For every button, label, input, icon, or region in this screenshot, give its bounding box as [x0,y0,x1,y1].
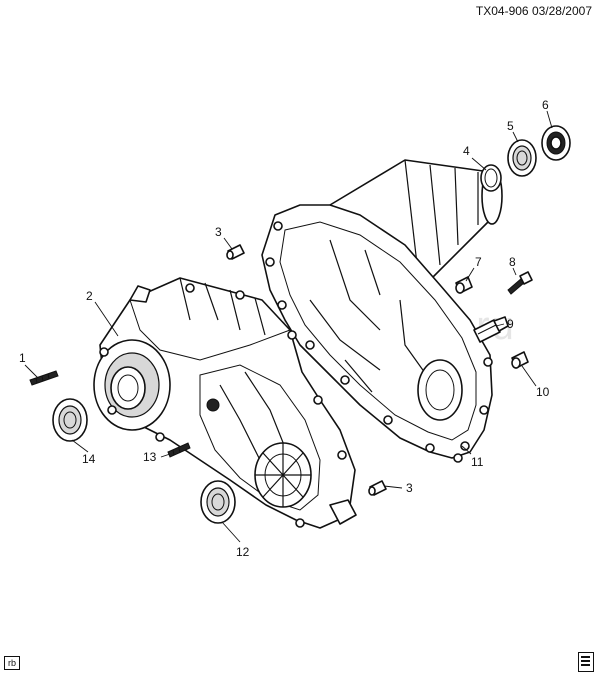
part-3-dowel-upper [226,244,245,260]
callout-labels: 1 2 3 3 4 5 6 7 8 9 10 11 12 13 14 [19,98,550,559]
callout-3-lower: 3 [406,481,413,495]
callout-5: 5 [507,119,514,133]
footer-tag: rb [4,656,21,670]
callout-14: 14 [82,452,96,466]
part-8-bolt [507,271,533,295]
part-10-plug [511,351,529,369]
callout-10: 10 [536,385,550,399]
part-1-stud [29,370,59,386]
callout-4: 4 [463,144,470,158]
part-5-seal [507,139,537,177]
leader-lines [24,110,553,543]
part-6-bearing [541,125,571,161]
callout-9: 9 [507,317,514,331]
callout-3-upper: 3 [215,225,222,239]
front-case [93,277,357,529]
callout-13: 13 [143,450,157,464]
part-7-plug [455,276,473,294]
part-3-dowel-lower [368,480,387,496]
callout-7: 7 [475,255,482,269]
part-14-seal [52,398,88,442]
callout-1: 1 [19,351,26,365]
callout-8: 8 [509,255,516,269]
part-13-stud [167,442,191,458]
part-9-sensor [473,316,509,343]
callout-11: 11 [471,455,484,469]
figure-id: TX04-906 03/28/2007 [476,4,592,18]
callout-12: 12 [236,545,250,559]
book-icon [578,652,594,672]
figure-date: 03/28/2007 [531,4,592,18]
part-12-seal [200,480,236,524]
part-4-snap-ring [480,164,502,192]
rear-case-front-bore [417,359,463,421]
figure-code: TX04-906 [475,4,529,18]
callout-2: 2 [86,289,93,303]
callout-6: 6 [542,98,549,112]
